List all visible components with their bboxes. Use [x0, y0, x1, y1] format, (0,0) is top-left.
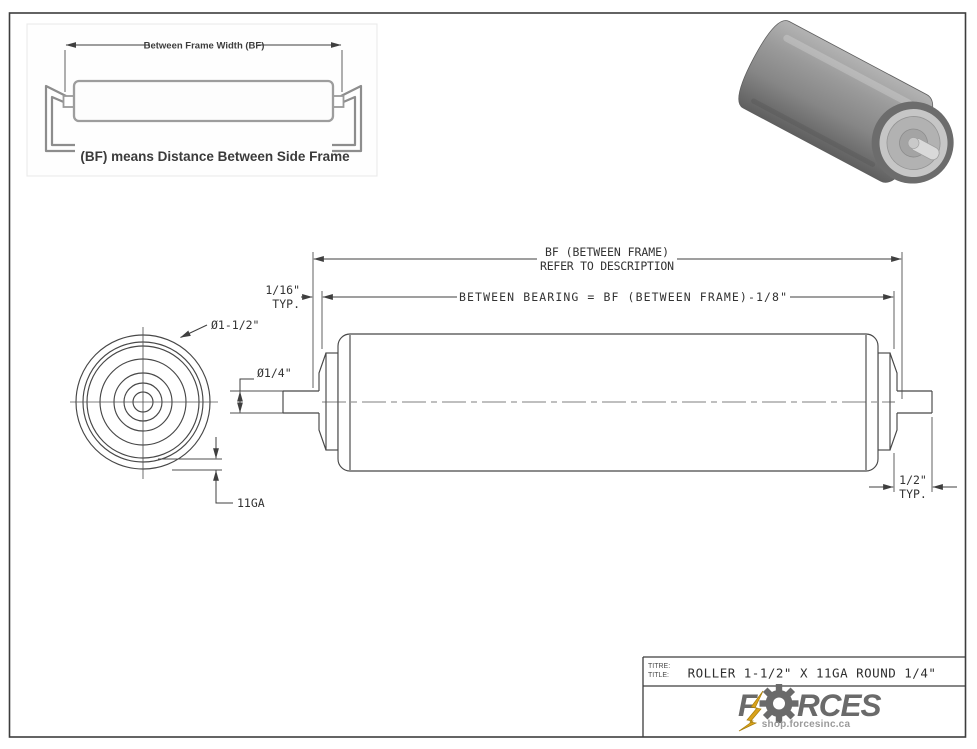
- lightning-icon: [738, 690, 764, 732]
- bf-explainer-diagram: Between Frame Width (BF) (BF) means Dist…: [26, 23, 378, 177]
- right-side-frame: [332, 84, 363, 153]
- protrusion-qualifier-label: TYP.: [899, 487, 927, 501]
- end-view: Ø1-1/2" 11GA Ø1/4": [70, 318, 292, 510]
- roller-3d-render: [738, 20, 954, 184]
- explainer-roller: [72, 79, 335, 123]
- roller-3d-shadow: [751, 98, 876, 167]
- explainer-caption: (BF) means Distance Between Side Frame: [80, 149, 350, 164]
- title-block: TITRE: TITLE: ROLLER 1-1/2" X 11GA ROUND…: [642, 656, 966, 737]
- bf-label-line1: BF (BETWEEN FRAME): [545, 245, 669, 259]
- dim-gap: 1/16" TYP.: [265, 283, 313, 311]
- between-bearing-label: BETWEEN BEARING = BF (BETWEEN FRAME)-1/8…: [459, 290, 787, 304]
- roller-diameter-label: Ø1-1/2": [211, 318, 259, 332]
- wall-gauge-label: 11GA: [237, 496, 265, 510]
- gap-qualifier-label: TYP.: [272, 297, 300, 311]
- bearing-collar-right: [877, 352, 891, 451]
- drawing-title: ROLLER 1-1/2" X 11GA ROUND 1/4": [688, 666, 937, 681]
- dim-bf: BF (BETWEEN FRAME) REFER TO DESCRIPTION: [312, 245, 903, 399]
- dim-wall-gauge: 11GA: [158, 437, 265, 510]
- gap-value-label: 1/16": [265, 283, 300, 297]
- sheet-border: [8, 12, 967, 738]
- left-side-frame: [44, 84, 75, 153]
- bearing-collar-left: [325, 352, 339, 451]
- bearing-housing-right: [889, 352, 898, 451]
- dim-between-bearing: BETWEEN BEARING = BF (BETWEEN FRAME)-1/8…: [321, 290, 895, 349]
- shaft-right: [897, 390, 933, 414]
- title-label-fr: TITRE:: [648, 663, 670, 670]
- side-view: BF (BETWEEN FRAME) REFER TO DESCRIPTION …: [265, 245, 957, 501]
- roller-3d-endcap: [871, 101, 954, 184]
- gear-icon: [759, 684, 799, 723]
- shaft-left: [282, 390, 319, 414]
- explainer-axle-left: [62, 95, 75, 108]
- logo-tagline: shop.forcesinc.ca: [762, 719, 851, 730]
- roller-tube: [337, 333, 879, 472]
- dim-shaft-protrusion: 1/2" TYP.: [869, 417, 957, 501]
- shaft-diameter-label: Ø1/4": [257, 366, 292, 380]
- protrusion-value-label: 1/2": [899, 473, 927, 487]
- explainer-axle-right: [332, 95, 345, 108]
- title-block-lines: [642, 656, 966, 737]
- roller-3d-highlight: [783, 34, 913, 107]
- dim-shaft-diameter: Ø1/4": [230, 366, 292, 414]
- dim-roller-diameter: Ø1-1/2": [180, 318, 259, 338]
- explainer-dim-label: Between Frame Width (BF): [144, 41, 265, 52]
- title-label-en: TITLE:: [648, 672, 669, 679]
- bearing-housing-left: [318, 352, 327, 451]
- logo-letters-rces: RCES: [797, 687, 882, 723]
- forces-logo: F RCES shop.forcesinc.ca: [738, 684, 883, 732]
- endcap-shaft-center: [907, 137, 920, 149]
- bf-label-line2: REFER TO DESCRIPTION: [540, 259, 674, 273]
